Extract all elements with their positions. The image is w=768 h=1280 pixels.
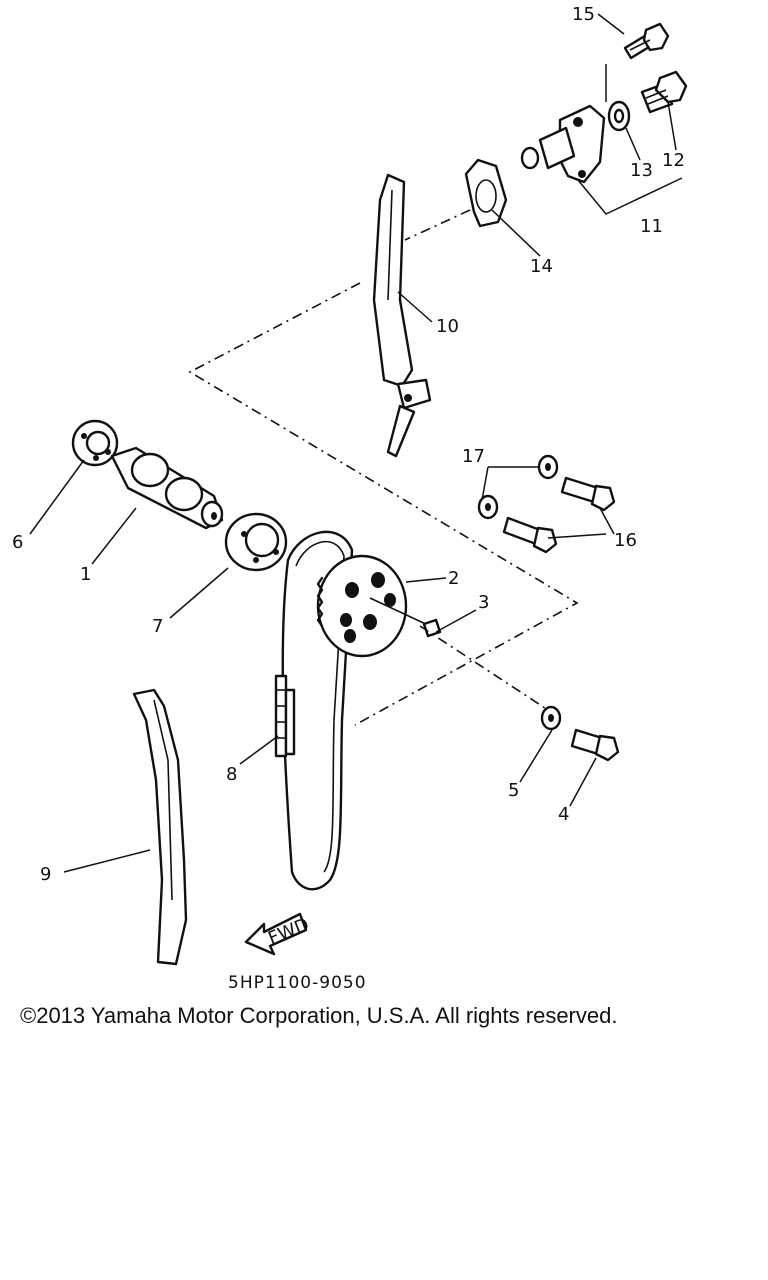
part-5-washer [540, 705, 562, 731]
callout-10: 10 [436, 316, 459, 337]
part-6-bearing [71, 419, 119, 467]
callout-17: 17 [462, 446, 485, 467]
part-14-gasket [464, 158, 508, 228]
exploded-parts-diagram: FWD 15 12 13 11 14 10 17 16 2 3 5 [12, 4, 688, 966]
callout-15: 15 [572, 4, 595, 25]
callout-12: 12 [662, 150, 685, 171]
callout-1: 1 [80, 564, 91, 585]
callout-14: 14 [530, 256, 553, 277]
part-16-bolts [502, 476, 616, 554]
part-9-chain-guide [132, 688, 188, 966]
axis-line [419, 625, 549, 711]
part-10-chain-guide [372, 173, 432, 458]
part-11-tensioner [520, 104, 606, 184]
part-1-camshaft [110, 446, 224, 530]
forward-arrow: FWD [244, 912, 312, 956]
assembly-outline [188, 209, 579, 726]
part-8-cam-chain [274, 530, 354, 891]
callout-2: 2 [448, 568, 459, 589]
callout-7: 7 [152, 616, 163, 637]
leader-lines [29, 13, 683, 873]
callout-13: 13 [630, 160, 653, 181]
callout-3: 3 [478, 592, 489, 613]
fwd-label: FWD [265, 914, 312, 949]
callout-labels: 15 12 13 11 14 10 17 16 2 3 5 4 6 1 7 8 … [12, 4, 685, 885]
part-15-bolt [623, 22, 670, 60]
callout-11: 11 [640, 216, 663, 237]
drawing-code: 5HP1100-9050 [228, 973, 367, 993]
callout-9: 9 [40, 864, 51, 885]
callout-4: 4 [558, 804, 569, 825]
copyright-notice: ©2013 Yamaha Motor Corporation, U.S.A. A… [20, 1003, 618, 1028]
part-12-plug [640, 70, 688, 114]
callout-8: 8 [226, 764, 237, 785]
part-4-bolt [570, 728, 620, 762]
part-2-cam-sprocket [316, 554, 408, 658]
part-13-washer [607, 100, 631, 132]
callout-6: 6 [12, 532, 23, 553]
part-7-bearing [224, 512, 288, 572]
callout-5: 5 [508, 780, 519, 801]
callout-16: 16 [614, 530, 637, 551]
part-17-washers [477, 454, 559, 520]
